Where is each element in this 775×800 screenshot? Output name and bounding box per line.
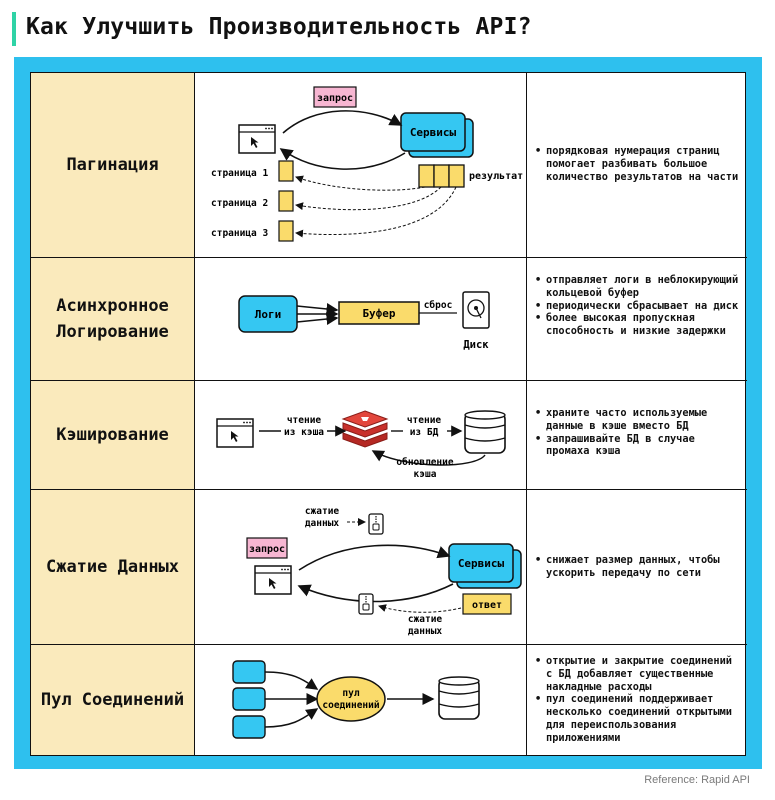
desc-connection-pool: открытие и закрытие соединений с БД доба… (527, 645, 747, 755)
bullet-item: запрашивайте БД в случае промаха кэша (535, 433, 741, 459)
disk-label: Диск (463, 339, 489, 351)
buffer-label: Буфер (362, 307, 395, 320)
row-name-pagination: Пагинация (31, 73, 195, 258)
result-label: результат (469, 171, 523, 182)
page3-block (278, 220, 294, 242)
page2-block (278, 190, 294, 212)
services-label: Сервисы (410, 126, 457, 139)
bullet-item: порядковая нумерация страниц помогает ра… (535, 145, 741, 183)
client-window-icon (238, 124, 276, 154)
row-name-connection-pool: Пул Соединений (31, 645, 195, 755)
pool-label-1: пул (342, 688, 359, 699)
request-box (246, 537, 288, 559)
diagram-connection-pool: пул соединений (195, 645, 527, 755)
read-db-label-1: чтение (407, 415, 442, 426)
disk-icon (462, 291, 490, 329)
bullet-item: храните часто используемые данные в кэше… (535, 407, 741, 433)
desc-compression: снижает размер данных, чтобы ускорить пе… (527, 490, 747, 645)
services-label: Сервисы (458, 557, 505, 570)
zip-file-icon (368, 513, 384, 535)
bullet-item: периодически сбрасывает на диск (535, 300, 741, 313)
services-box (400, 112, 474, 158)
reference-note: Reference: Rapid API (644, 774, 750, 786)
compress-top-label-2: данных (305, 518, 340, 529)
diagram-compression: сжатие данных запрос Сервисы (195, 490, 527, 645)
zip-file-icon (358, 593, 374, 615)
update-cache-label-2: кэша (414, 469, 437, 480)
redis-cache-icon (341, 410, 389, 448)
page1-label: страница 1 (211, 168, 268, 179)
row-name-compression: Сжатие Данных (31, 490, 195, 645)
request-label: запрос (249, 544, 285, 555)
compress-bottom-label-2: данных (408, 626, 443, 637)
bullet-item: пул соединений поддерживает несколько со… (535, 693, 741, 744)
app-box-3 (232, 715, 266, 739)
request-box (313, 86, 357, 108)
services-box (448, 543, 522, 589)
response-box (462, 593, 512, 615)
response-label: ответ (472, 600, 502, 611)
bullet-item: снижает размер данных, чтобы ускорить пе… (535, 554, 741, 580)
database-icon (438, 676, 480, 720)
title-accent-bar (12, 12, 16, 46)
app-box-2 (232, 687, 266, 711)
read-cache-label-1: чтение (287, 415, 322, 426)
desc-async-logging: отправляет логи в неблокирующий кольцево… (527, 258, 747, 381)
row-name-async-logging: Асинхронное Логирование (31, 258, 195, 381)
diagram-async-logging: Логи Буфер сброс Диск (195, 258, 527, 381)
techniques-table: Пагинация запрос Сервисы (30, 72, 747, 756)
client-window-icon (254, 565, 292, 595)
read-cache-label-2: из кэша (284, 427, 324, 438)
update-cache-label-1: обновление (396, 457, 453, 468)
flush-label: сброс (424, 300, 453, 311)
desc-pagination: порядковая нумерация страниц помогает ра… (527, 73, 747, 258)
compress-top-label-1: сжатие (305, 506, 340, 517)
page3-label: страница 3 (211, 228, 268, 239)
row-name-caching: Кэширование (31, 381, 195, 490)
desc-caching: храните часто используемые данные в кэше… (527, 381, 747, 490)
bullet-item: открытие и закрытие соединений с БД доба… (535, 655, 741, 693)
diagram-caching: чтение из кэша чтение из БД обновление (195, 381, 527, 490)
pool-label-2: соединений (322, 700, 379, 711)
request-label: запрос (317, 93, 353, 104)
pool-ellipse (316, 676, 386, 722)
client-window-icon (216, 418, 254, 448)
page2-label: страница 2 (211, 198, 268, 209)
bullet-item: более высокая пропускная способность и н… (535, 312, 741, 338)
compress-bottom-label-1: сжатие (408, 614, 443, 625)
database-icon (464, 410, 506, 454)
page-title: Как Улучшить Производительность API? (26, 14, 532, 40)
bullet-item: отправляет логи в неблокирующий кольцево… (535, 274, 741, 300)
result-blocks (418, 164, 465, 188)
diagram-pagination: запрос Сервисы результат страница 1 стра… (195, 73, 527, 258)
logs-label: Логи (255, 308, 282, 321)
read-db-label-2: из БД (410, 427, 439, 438)
page1-block (278, 160, 294, 182)
app-box-1 (232, 660, 266, 684)
